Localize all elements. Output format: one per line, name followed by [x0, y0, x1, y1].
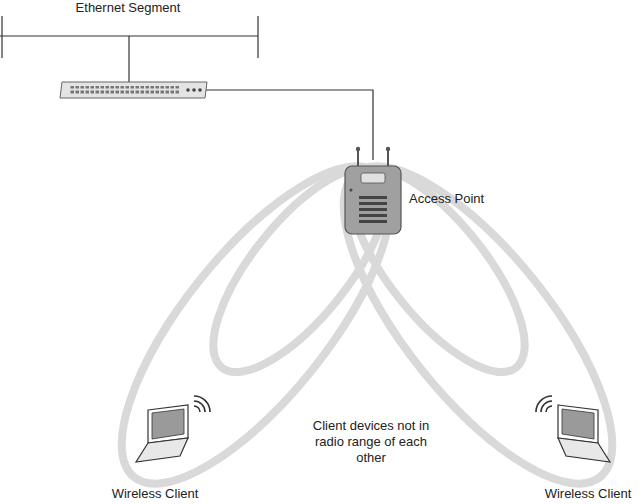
segment-label: Ethernet Segment: [76, 0, 181, 16]
laptop-symbol: [536, 396, 610, 462]
device-label: Wireless Client: [545, 486, 632, 502]
switch-symbol: [60, 82, 207, 98]
ethernet-segment: [0, 16, 373, 160]
access-point-symbol: [345, 147, 401, 234]
laptop-symbol: [136, 396, 210, 462]
device-label: Access Point: [409, 191, 484, 207]
device-label: Wireless Client: [112, 486, 199, 502]
radio-lobes: [78, 128, 642, 504]
note-label: Client devices not in radio range of eac…: [310, 418, 432, 466]
